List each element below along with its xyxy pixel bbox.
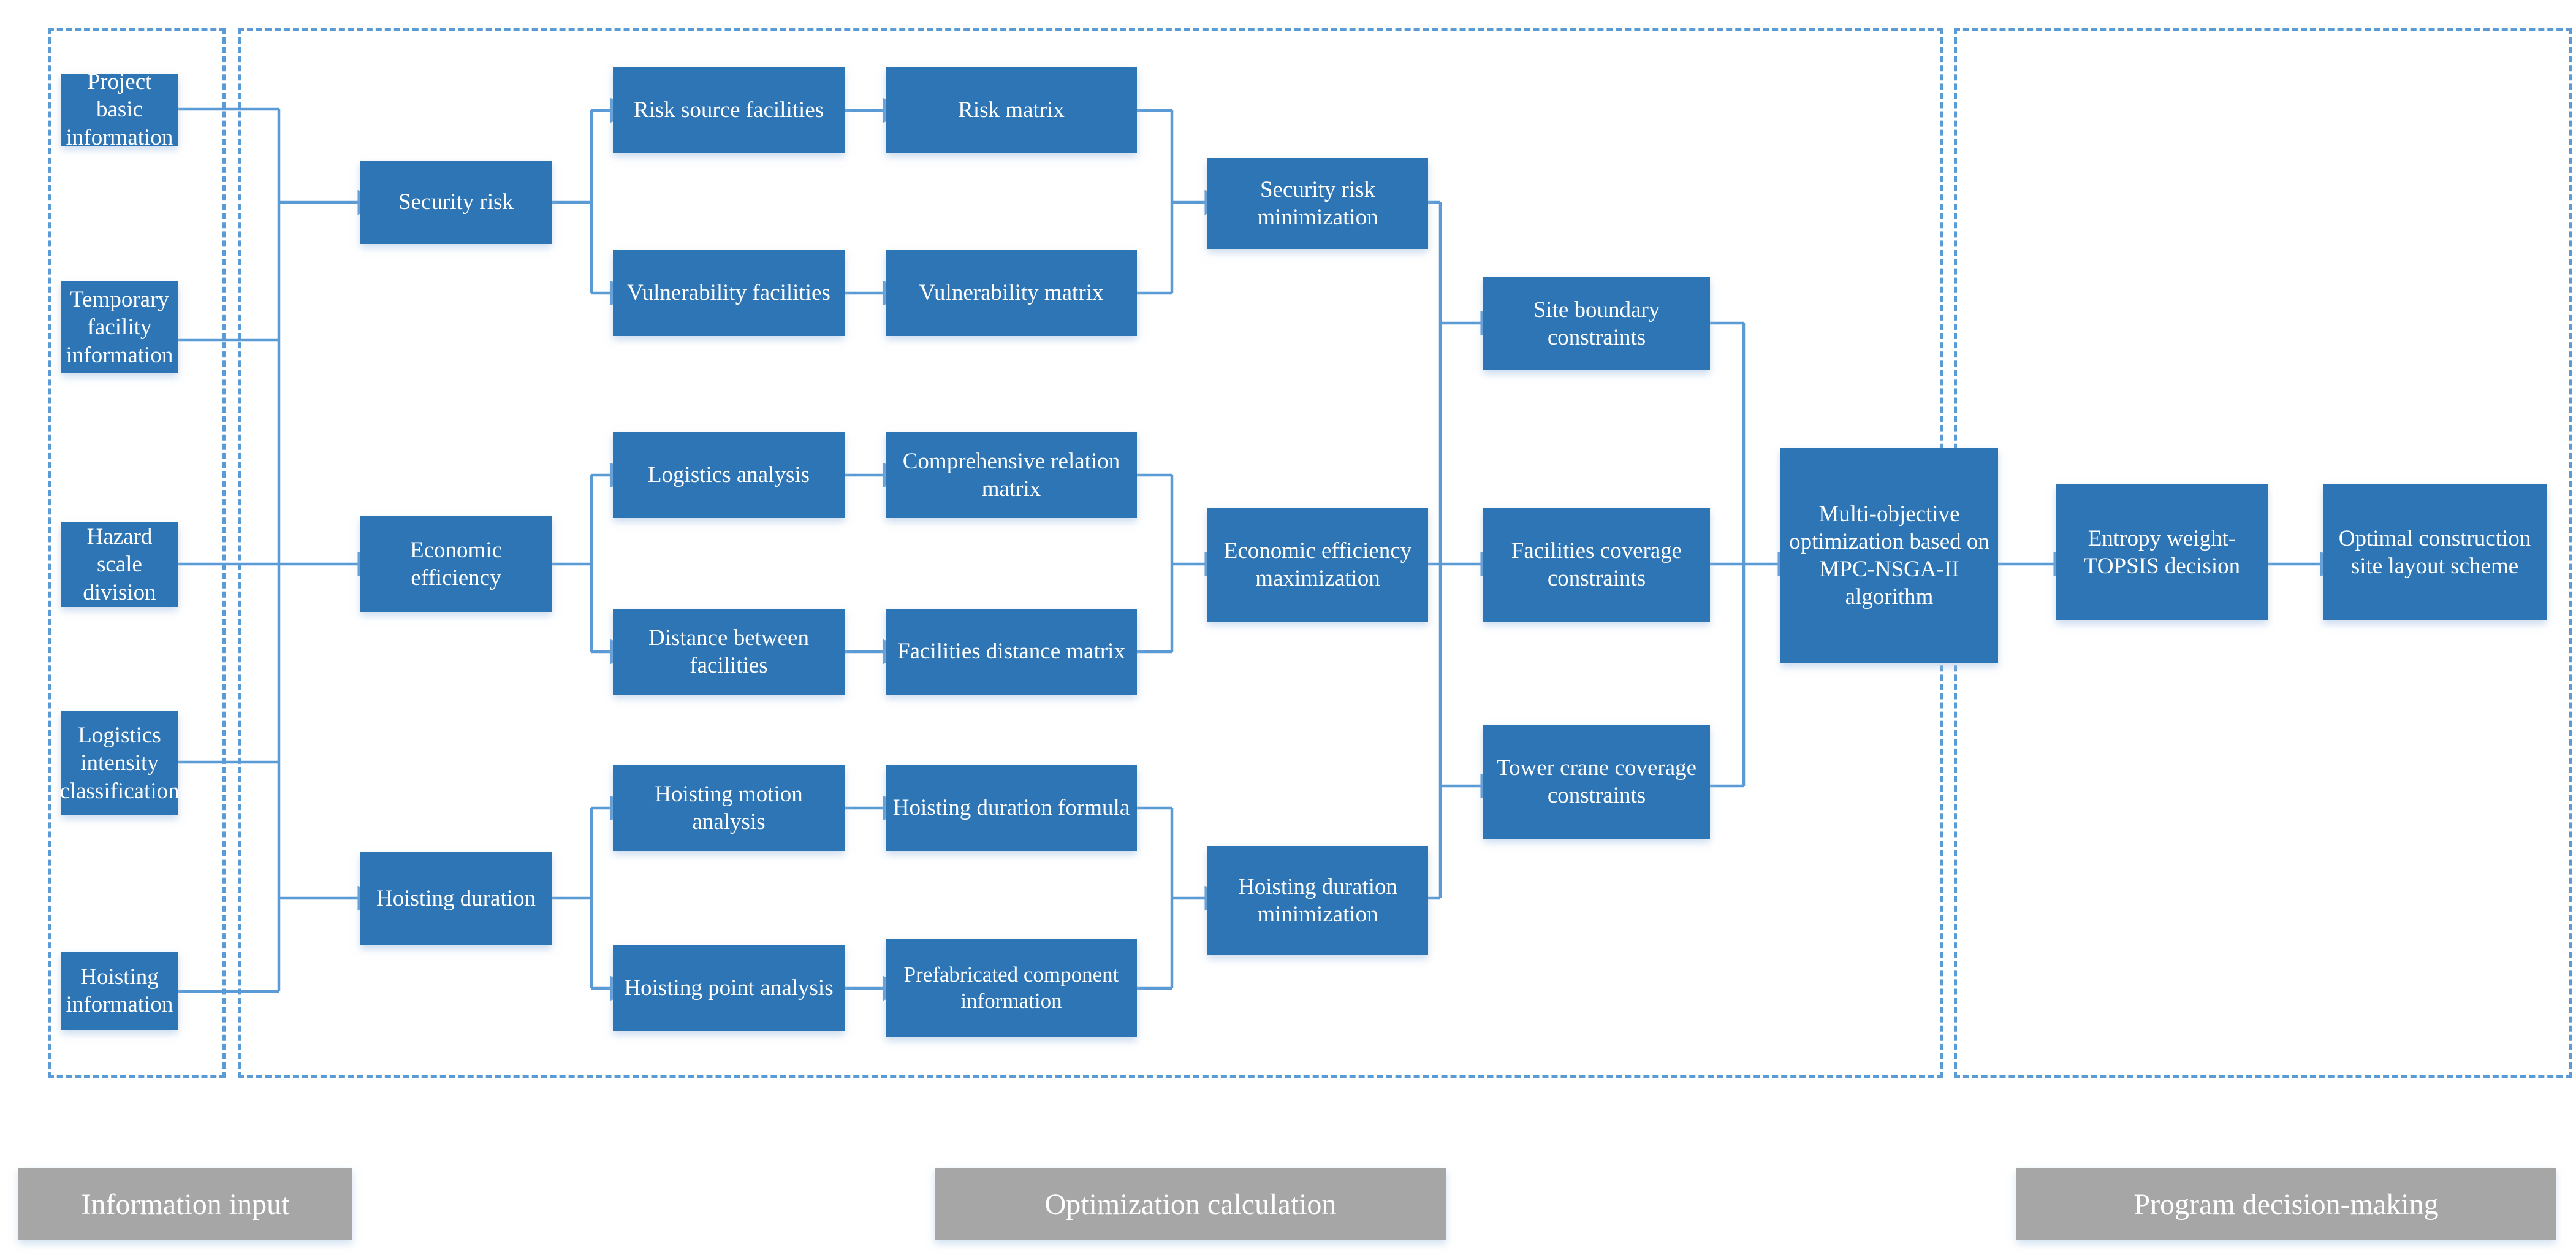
matrix-node-facilities-distance-matrix[interactable]: Facilities distance matrix bbox=[886, 609, 1137, 695]
input-node-hoisting-information[interactable]: Hoisting information bbox=[61, 952, 178, 1030]
matrix-node-prefabricated-component-information[interactable]: Prefabricated component information bbox=[886, 939, 1137, 1037]
legend-bar-program-decision-making: Program decision-making bbox=[2016, 1168, 2556, 1240]
constraint-node-site-boundary-constraints[interactable]: Site boundary constraints bbox=[1483, 277, 1710, 370]
information-input-panel bbox=[48, 28, 226, 1078]
constraint-node-facilities-coverage-constraints[interactable]: Facilities coverage constraints bbox=[1483, 508, 1710, 622]
analysis-node-hoisting-motion-analysis[interactable]: Hoisting motion analysis bbox=[613, 765, 845, 851]
objective-node-security-risk[interactable]: Security risk bbox=[360, 161, 552, 244]
analysis-node-distance-between-facilities[interactable]: Distance between facilities bbox=[613, 609, 845, 695]
goal-node-security-risk-minimization[interactable]: Security risk minimization bbox=[1207, 158, 1428, 249]
goal-node-hoisting-duration-minimization[interactable]: Hoisting duration minimization bbox=[1207, 846, 1428, 955]
analysis-node-vulnerability-facilities[interactable]: Vulnerability facilities bbox=[613, 250, 845, 336]
matrix-node-vulnerability-matrix[interactable]: Vulnerability matrix bbox=[886, 250, 1137, 336]
analysis-node-logistics-analysis[interactable]: Logistics analysis bbox=[613, 432, 845, 518]
input-node-project-basic-information[interactable]: Project basic information bbox=[61, 69, 178, 150]
decision-node-optimal-layout-scheme[interactable]: Optimal construction site layout scheme bbox=[2323, 484, 2547, 620]
input-node-hazard-scale-division[interactable]: Hazard scale division bbox=[61, 522, 178, 607]
algorithm-node-multi-objective-optimization[interactable]: Multi-objective optimization based on MP… bbox=[1780, 448, 1998, 663]
analysis-node-risk-source-facilities[interactable]: Risk source facilities bbox=[613, 67, 845, 153]
analysis-node-hoisting-point-analysis[interactable]: Hoisting point analysis bbox=[613, 945, 845, 1031]
matrix-node-risk-matrix[interactable]: Risk matrix bbox=[886, 67, 1137, 153]
matrix-node-comprehensive-relation-matrix[interactable]: Comprehensive relation matrix bbox=[886, 432, 1137, 518]
decision-node-entropy-weight-topsis[interactable]: Entropy weight-TOPSIS decision bbox=[2056, 484, 2268, 620]
goal-node-economic-efficiency-maximization[interactable]: Economic efficiency maximization bbox=[1207, 508, 1428, 622]
objective-node-hoisting-duration[interactable]: Hoisting duration bbox=[360, 852, 552, 945]
input-node-temporary-facility-information[interactable]: Temporary facility information bbox=[61, 281, 178, 373]
objective-node-economic-efficiency[interactable]: Economic efficiency bbox=[360, 516, 552, 612]
matrix-node-hoisting-duration-formula[interactable]: Hoisting duration formula bbox=[886, 765, 1137, 851]
input-node-logistics-intensity-classification[interactable]: Logistics intensity classification bbox=[59, 711, 180, 815]
legend-bar-optimization-calculation: Optimization calculation bbox=[935, 1168, 1446, 1240]
legend-bar-information-input: Information input bbox=[18, 1168, 352, 1240]
constraint-node-tower-crane-coverage-constraints[interactable]: Tower crane coverage constraints bbox=[1483, 725, 1710, 839]
